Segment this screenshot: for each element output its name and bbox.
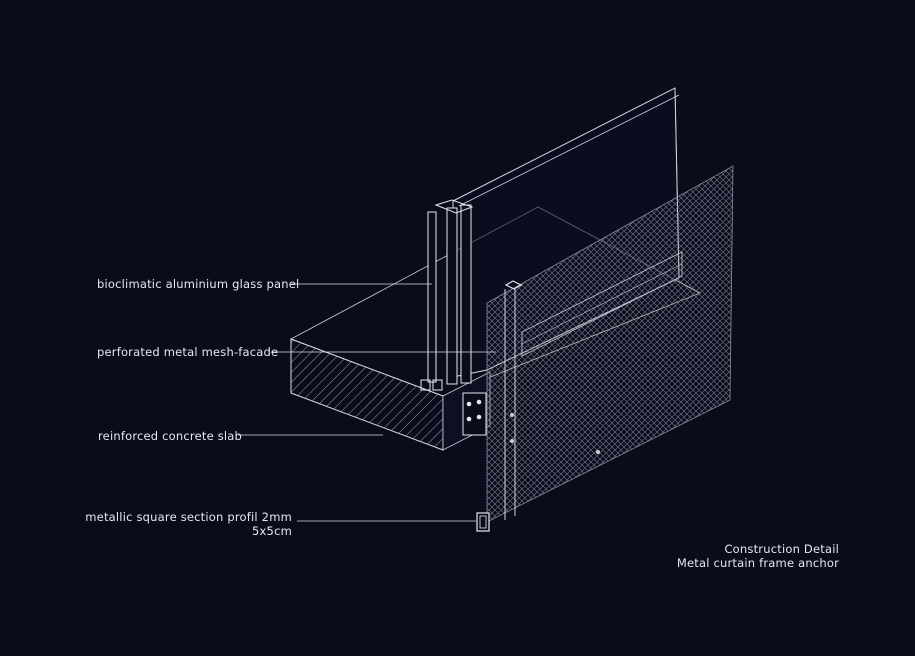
caption-title: Construction Detail	[724, 542, 839, 556]
slab-front-face-hatched	[290, 338, 444, 451]
mullion-foot-right	[432, 379, 443, 391]
mesh-inner-rail-edge	[521, 263, 683, 345]
callout-mesh-facade: perforated metal mesh-facade	[97, 345, 279, 359]
mullion-center-profile	[446, 207, 458, 385]
mullion-cap	[434, 199, 474, 214]
anchor-bracket	[462, 392, 487, 436]
mullion-right-profile	[460, 204, 472, 384]
mesh-facade	[486, 165, 734, 523]
square-section-profile	[476, 280, 523, 532]
caption-subtitle: Metal curtain frame anchor	[676, 556, 839, 570]
mesh-fixing-point	[596, 450, 600, 454]
profile-bottom-section-inner	[479, 515, 487, 529]
mesh-inner-rail	[521, 251, 683, 357]
callout-glass-panel: bioclimatic aluminium glass panel	[97, 277, 300, 291]
leader-lines	[238, 283, 496, 522]
mesh-fixing-point	[510, 413, 514, 417]
callout-square-profile: metallic square section profil 2mm 5x5cm	[60, 510, 292, 538]
aluminium-mullion	[420, 199, 474, 391]
callout-square-profile-line1: metallic square section profil 2mm	[85, 510, 292, 524]
anchor-bolt	[476, 399, 482, 405]
mesh-panel	[486, 165, 734, 523]
glass-pane-edge	[458, 94, 680, 207]
anchor-bolt	[466, 416, 472, 422]
callout-square-profile-line2: 5x5cm	[252, 524, 292, 538]
mesh-fixing-point	[510, 439, 514, 443]
drawing-caption: Construction Detail Metal curtain frame …	[560, 542, 839, 570]
mullion-left-profile	[427, 211, 437, 383]
anchor-plate	[462, 392, 487, 436]
mullion-foot-left	[420, 379, 431, 391]
anchor-bolt	[476, 414, 482, 420]
callout-concrete-slab: reinforced concrete slab	[98, 429, 243, 443]
anchor-bolt	[466, 401, 472, 407]
profile-top-cap	[504, 280, 523, 290]
